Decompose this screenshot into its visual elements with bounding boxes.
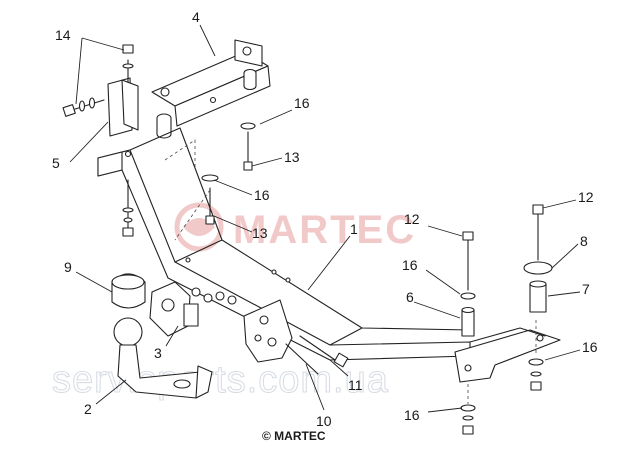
callout-13: 13 xyxy=(284,149,300,165)
callout-16: 16 xyxy=(402,257,418,273)
part-7-8-12-stack xyxy=(460,204,553,435)
part-10-11-bolts xyxy=(285,335,349,375)
martec-watermark: MARTEC xyxy=(174,202,416,252)
callout-1: 1 xyxy=(350,221,358,237)
watermark-site: servisparts.com.ua xyxy=(52,359,389,401)
callout-leaders xyxy=(69,24,581,413)
callout-4: 4 xyxy=(192,9,200,25)
callout-16: 16 xyxy=(294,95,310,111)
callout-5: 5 xyxy=(52,155,60,171)
part-5-side-plate xyxy=(62,44,139,137)
martec-logo-icon xyxy=(174,202,224,252)
callout-7: 7 xyxy=(582,281,590,297)
callout-2: 2 xyxy=(84,401,92,417)
right-bracket xyxy=(454,327,561,383)
part-6-spacer-tube xyxy=(460,231,476,337)
callout-3: 3 xyxy=(154,345,162,361)
left-bolt-stack xyxy=(122,179,134,237)
callout-labels: 14 4 16 5 13 16 13 1 12 12 8 9 16 6 7 3 … xyxy=(52,9,598,429)
callout-16: 16 xyxy=(404,407,420,423)
callout-9: 9 xyxy=(64,259,72,275)
callout-10: 10 xyxy=(316,413,332,429)
callout-6: 6 xyxy=(406,289,414,305)
callout-12: 12 xyxy=(578,189,594,205)
tow-ball-mount-plate xyxy=(243,299,293,363)
part-9-ball-cover xyxy=(111,273,146,309)
callout-16: 16 xyxy=(582,339,598,355)
watermark-brand: MARTEC xyxy=(233,208,416,252)
copyright-text: © MARTEC xyxy=(262,429,326,443)
callout-16: 16 xyxy=(254,187,270,203)
callout-14: 14 xyxy=(55,27,71,43)
callout-8: 8 xyxy=(580,233,588,249)
callout-11: 11 xyxy=(348,377,363,393)
part-4-bracket xyxy=(151,39,271,139)
bolt-13-upper xyxy=(164,122,256,241)
part-3-socket-plate xyxy=(149,281,237,337)
callout-13: 13 xyxy=(252,225,268,241)
callout-12: 12 xyxy=(404,211,420,227)
